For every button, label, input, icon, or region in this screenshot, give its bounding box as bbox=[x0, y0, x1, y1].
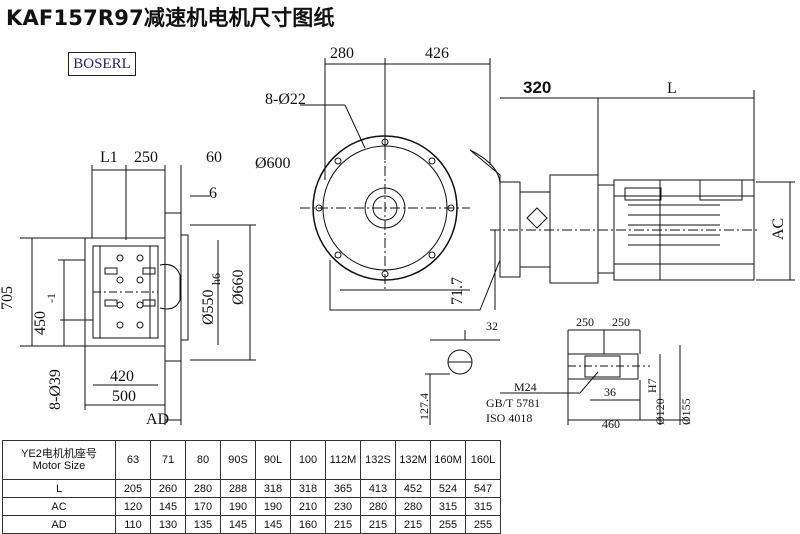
size-cell: 132M bbox=[395, 440, 431, 480]
dim-450: 450 bbox=[32, 311, 49, 335]
dim-426: 426 bbox=[425, 45, 449, 62]
size-cell: 112M bbox=[325, 440, 361, 480]
dim-450-tol: -1 bbox=[44, 293, 58, 303]
dim-d155: Ø155 bbox=[679, 398, 693, 425]
size-cell: 71 bbox=[150, 440, 186, 480]
dim-36: 36 bbox=[604, 385, 616, 399]
table-cell: 547 bbox=[465, 479, 501, 498]
table-cell: 280 bbox=[360, 497, 396, 516]
header-english: Motor Size bbox=[32, 460, 86, 472]
table-cell: 135 bbox=[185, 515, 221, 534]
table-cell: 365 bbox=[325, 479, 361, 498]
table-cell: 170 bbox=[185, 497, 221, 516]
table-cell: 110 bbox=[115, 515, 151, 534]
table-cell: 280 bbox=[185, 479, 221, 498]
motor-dimension-table: YE2电机机座号 Motor Size 63 71 80 90S 90L 100… bbox=[2, 440, 501, 534]
table-cell: 120 bbox=[115, 497, 151, 516]
dim-420: 420 bbox=[110, 368, 134, 385]
table-cell: 315 bbox=[430, 497, 466, 516]
front-view bbox=[300, 58, 795, 311]
table-cell: 288 bbox=[220, 479, 256, 498]
dim-32: 32 bbox=[486, 319, 498, 333]
header-chinese: YE2电机机座号 bbox=[21, 448, 97, 460]
table-cell: 205 bbox=[115, 479, 151, 498]
dim-AD: AD bbox=[146, 411, 169, 428]
dim-60: 60 bbox=[206, 149, 222, 166]
side-view bbox=[20, 165, 256, 425]
dim-71-7: 71.7 bbox=[449, 277, 466, 305]
table-cell: 145 bbox=[255, 515, 291, 534]
table-cell: 210 bbox=[290, 497, 326, 516]
table-cell: 318 bbox=[255, 479, 291, 498]
table-cell: 215 bbox=[360, 515, 396, 534]
table-cell: 230 bbox=[325, 497, 361, 516]
table-header-label: YE2电机机座号 Motor Size bbox=[2, 440, 116, 480]
thread-standard-iso: ISO 4018 bbox=[486, 411, 532, 425]
dim-250-b: 250 bbox=[612, 315, 630, 329]
dim-250: 250 bbox=[134, 149, 158, 166]
size-cell: 90L bbox=[255, 440, 291, 480]
dim-d660: Ø660 bbox=[230, 269, 247, 305]
technical-drawing: 280 426 320 L 8-Ø22 Ø600 L1 250 60 6 705… bbox=[0, 45, 795, 431]
dim-500: 500 bbox=[112, 388, 136, 405]
thread-standard-gb: GB/T 5781 bbox=[486, 396, 540, 410]
dim-d550: Ø550 bbox=[200, 289, 217, 325]
dim-127-4: 127.4 bbox=[417, 393, 431, 420]
table-cell: 190 bbox=[255, 497, 291, 516]
table-cell: 315 bbox=[465, 497, 501, 516]
size-cell: 132S bbox=[360, 440, 396, 480]
row-label: L bbox=[2, 479, 116, 498]
size-cell: 80 bbox=[185, 440, 221, 480]
dim-d120-tol: H7 bbox=[645, 378, 659, 393]
dim-d550-tol: h6 bbox=[209, 273, 223, 285]
dim-AC: AC bbox=[770, 218, 787, 240]
dim-holes: 8-Ø22 bbox=[265, 91, 306, 108]
table-header-row: YE2电机机座号 Motor Size 63 71 80 90S 90L 100… bbox=[2, 440, 501, 480]
brand-logo: BOSERL bbox=[68, 52, 136, 76]
table-cell: 280 bbox=[395, 497, 431, 516]
table-cell: 524 bbox=[430, 479, 466, 498]
dim-320: 320 bbox=[523, 78, 551, 97]
table-cell: 215 bbox=[325, 515, 361, 534]
table-cell: 452 bbox=[395, 479, 431, 498]
dim-6: 6 bbox=[209, 185, 217, 202]
dim-d120: Ø120 bbox=[653, 398, 667, 425]
table-cell: 413 bbox=[360, 479, 396, 498]
size-cell: 100 bbox=[290, 440, 326, 480]
dim-280: 280 bbox=[330, 45, 354, 62]
thread-m24: M24 bbox=[514, 380, 537, 394]
dim-d600: Ø600 bbox=[255, 155, 291, 172]
size-cell: 160L bbox=[465, 440, 501, 480]
dim-8-o39: 8-Ø39 bbox=[47, 369, 64, 410]
table-cell: 255 bbox=[465, 515, 501, 534]
size-cell: 90S bbox=[220, 440, 256, 480]
dim-460: 460 bbox=[602, 417, 620, 431]
size-cell: 63 bbox=[115, 440, 151, 480]
table-cell: 130 bbox=[150, 515, 186, 534]
size-cell: 160M bbox=[430, 440, 466, 480]
table-cell: 160 bbox=[290, 515, 326, 534]
table-row-L: L 205 260 280 288 318 318 365 413 452 52… bbox=[2, 479, 501, 498]
table-cell: 260 bbox=[150, 479, 186, 498]
table-cell: 318 bbox=[290, 479, 326, 498]
dim-L1: L1 bbox=[100, 149, 118, 166]
table-cell: 190 bbox=[220, 497, 256, 516]
table-cell: 215 bbox=[395, 515, 431, 534]
table-row-AD: AD 110 130 135 145 145 160 215 215 215 2… bbox=[2, 515, 501, 534]
table-cell: 255 bbox=[430, 515, 466, 534]
dimension-labels: 280 426 320 L 8-Ø22 Ø600 L1 250 60 6 705… bbox=[0, 45, 787, 431]
page-title: KAF157R97减速机电机尺寸图纸 bbox=[6, 6, 335, 30]
table-cell: 145 bbox=[150, 497, 186, 516]
table-cell: 145 bbox=[220, 515, 256, 534]
table-row-AC: AC 120 145 170 190 190 210 230 280 280 3… bbox=[2, 497, 501, 516]
row-label: AC bbox=[2, 497, 116, 516]
dim-L: L bbox=[667, 80, 677, 97]
dim-250-a: 250 bbox=[576, 315, 594, 329]
row-label: AD bbox=[2, 515, 116, 534]
shaft-details bbox=[425, 329, 690, 425]
dim-705: 705 bbox=[0, 286, 16, 310]
